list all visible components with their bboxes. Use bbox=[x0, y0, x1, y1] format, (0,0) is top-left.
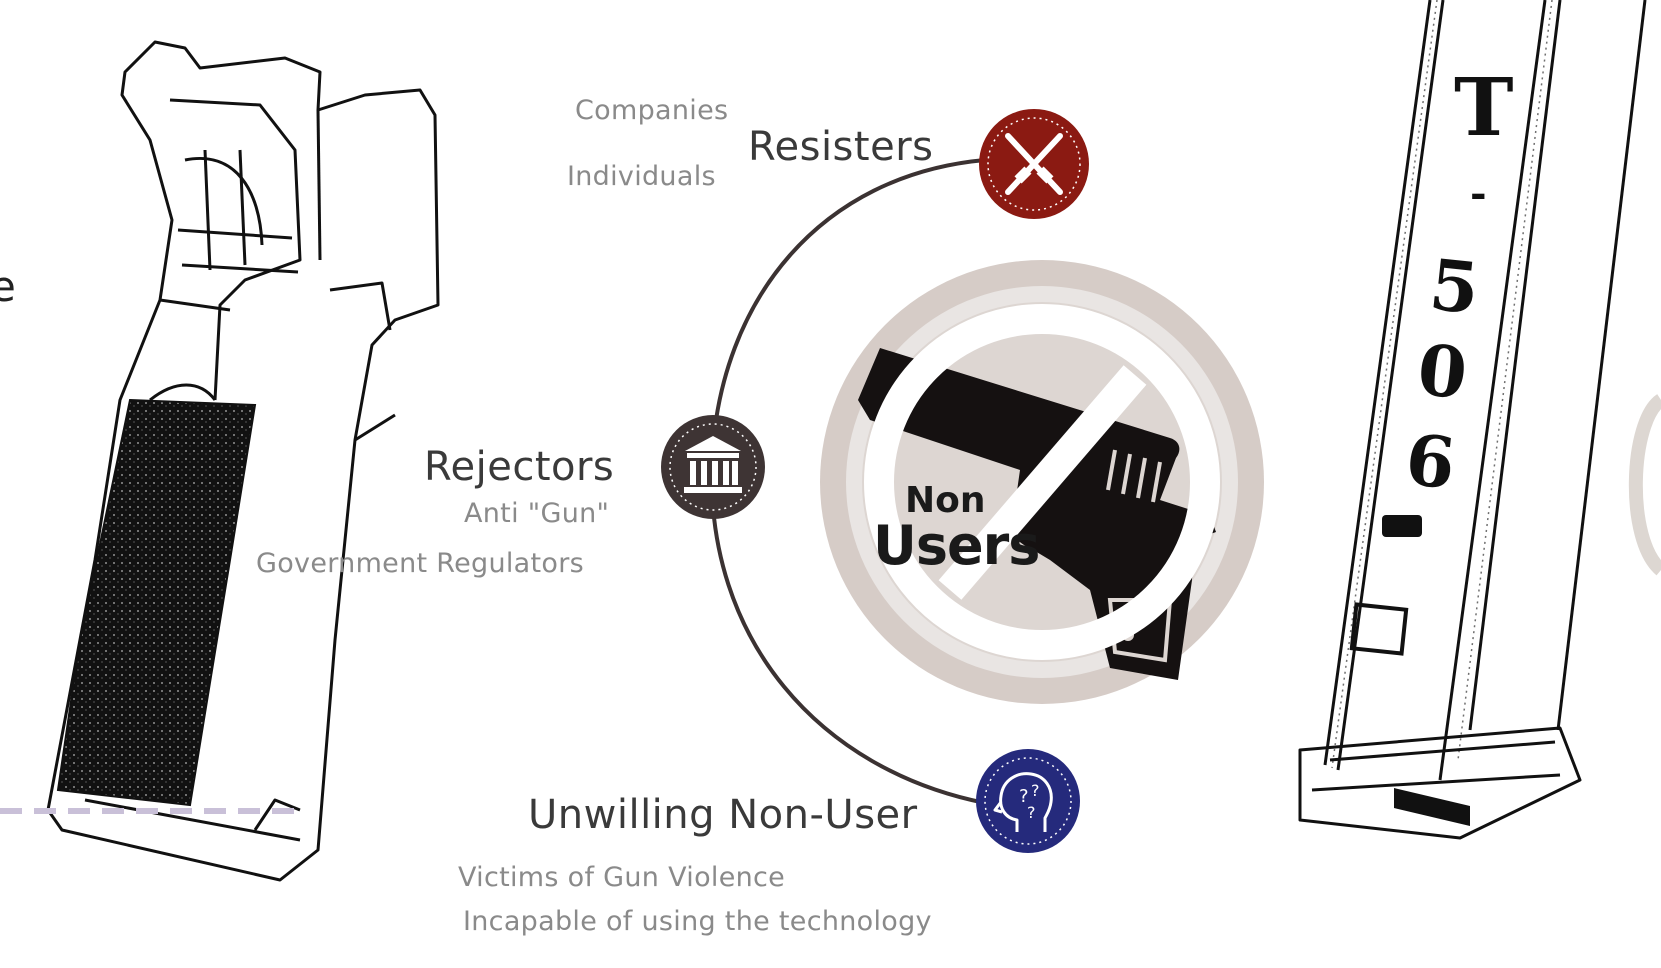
confused-head-icon bbox=[993, 772, 1053, 832]
unwilling-sub-incapable: Incapable of using the technology bbox=[463, 906, 932, 937]
unwilling-sub-victims: Victims of Gun Violence bbox=[458, 862, 786, 893]
svg-text:?: ? bbox=[1031, 781, 1040, 800]
resisters-label: Resisters bbox=[748, 124, 934, 170]
stamp-mark bbox=[1382, 515, 1422, 537]
svg-text:?: ? bbox=[1027, 803, 1036, 822]
resisters-sub-companies: Companies bbox=[575, 95, 729, 126]
unwilling-node: ? ? ? bbox=[976, 749, 1080, 853]
prohibition-slash bbox=[938, 365, 1147, 600]
resisters-sub-individuals: Individuals bbox=[567, 161, 716, 192]
rejectors-label: Rejectors bbox=[424, 444, 615, 490]
unwilling-label: Unwilling Non-User bbox=[528, 792, 918, 838]
svg-text:?: ? bbox=[1019, 786, 1029, 807]
magazine-stamp: T - 5 0 6 bbox=[1349, 20, 1520, 780]
crossed-rifles-icon bbox=[1005, 133, 1063, 195]
resisters-node bbox=[979, 109, 1089, 219]
stamp-letter: - bbox=[1470, 170, 1487, 217]
pistol-icon bbox=[858, 348, 1216, 680]
rejectors-node bbox=[661, 415, 765, 519]
center-label-small: Non bbox=[905, 480, 986, 521]
cropped-text: e bbox=[0, 262, 16, 311]
center-label-big: Users bbox=[873, 514, 1040, 577]
rejectors-sub-anti-gun: Anti "Gun" bbox=[464, 498, 610, 529]
prohibition-ring bbox=[864, 304, 1220, 660]
government-building-icon bbox=[684, 436, 742, 493]
stamp-letter: T bbox=[1454, 60, 1514, 154]
rejectors-sub-government-regulators: Government Regulators bbox=[256, 548, 584, 579]
